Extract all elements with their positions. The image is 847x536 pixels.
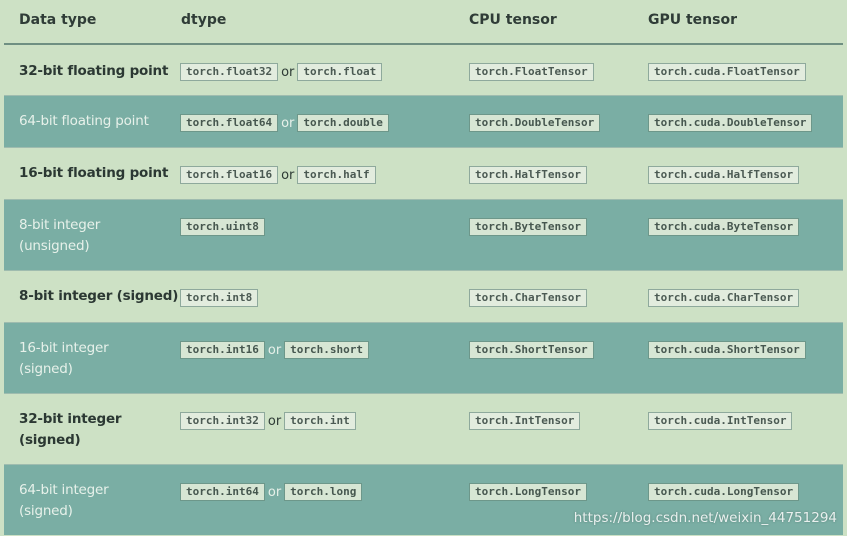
gpu-tensor-cell: torch.cuda.DoubleTensor — [648, 114, 813, 132]
dtype-code: torch.float32 — [180, 63, 279, 81]
table-row: 16-bit floating point torch.float16 or t… — [4, 148, 843, 200]
gpu-tensor-cell: torch.cuda.HalfTensor — [648, 166, 800, 184]
dtype-cell: torch.int64 or torch.long — [180, 483, 363, 501]
data-type-cell: 32-bit integer (signed) — [19, 411, 122, 448]
dtype-alias-code: torch.long — [284, 483, 363, 501]
data-type-cell: 16-bit integer (signed) — [19, 340, 109, 377]
cpu-tensor-cell: torch.DoubleTensor — [469, 114, 601, 132]
cpu-tensor-cell: torch.CharTensor — [469, 289, 587, 307]
dtype-code: torch.int16 — [180, 341, 265, 359]
cpu-tensor-cell: torch.ByteTensor — [469, 218, 587, 236]
dtype-alias-code: torch.half — [297, 166, 376, 184]
header-gpu-tensor: GPU tensor — [648, 12, 738, 28]
cpu-tensor-code: torch.CharTensor — [469, 289, 587, 307]
gpu-tensor-code: torch.cuda.DoubleTensor — [648, 114, 813, 132]
gpu-tensor-cell: torch.cuda.FloatTensor — [648, 63, 806, 81]
data-type-cell: 64-bit floating point — [19, 113, 149, 129]
table-row: 32-bit floating point torch.float32 or t… — [4, 45, 843, 96]
dtype-cell: torch.int32 or torch.int — [180, 412, 356, 430]
data-type-cell: 32-bit floating point — [19, 63, 169, 79]
data-type-cell: 16-bit floating point — [19, 165, 169, 181]
gpu-tensor-cell: torch.cuda.ByteTensor — [648, 218, 800, 236]
data-type-cell: 8-bit integer (signed) — [19, 288, 179, 304]
or-label: or — [281, 167, 295, 183]
dtype-code: torch.int64 — [180, 483, 265, 501]
data-type-cell: 8-bit integer (unsigned) — [19, 217, 101, 254]
header-dtype: dtype — [181, 12, 227, 28]
cpu-tensor-code: torch.HalfTensor — [469, 166, 587, 184]
or-label: or — [267, 484, 282, 500]
gpu-tensor-code: torch.cuda.LongTensor — [648, 483, 800, 501]
table-row: 8-bit integer (signed) torch.int8 torch.… — [4, 271, 843, 323]
cpu-tensor-cell: torch.LongTensor — [469, 483, 587, 501]
dtype-code: torch.int8 — [180, 289, 259, 307]
gpu-tensor-code: torch.cuda.CharTensor — [648, 289, 800, 307]
dtype-alias-code: torch.int — [284, 412, 356, 430]
dtype-cell: torch.float64 or torch.double — [180, 114, 389, 132]
cpu-tensor-cell: torch.IntTensor — [469, 412, 581, 430]
dtype-cell: torch.float16 or torch.half — [180, 166, 376, 184]
dtype-cell: torch.uint8 — [180, 218, 265, 236]
dtype-cell: torch.int8 — [180, 289, 259, 307]
header-data-type: Data type — [19, 12, 97, 28]
cpu-tensor-cell: torch.FloatTensor — [469, 63, 594, 81]
header-cpu-tensor: CPU tensor — [469, 12, 557, 28]
or-label: or — [267, 342, 282, 358]
dtype-alias-code: torch.double — [297, 114, 389, 132]
gpu-tensor-cell: torch.cuda.IntTensor — [648, 412, 793, 430]
table-header: Data type dtype CPU tensor GPU tensor — [4, 0, 843, 45]
table-row: 64-bit floating point torch.float64 or t… — [4, 96, 843, 148]
table-row: 64-bit integer (signed) torch.int64 or t… — [4, 465, 843, 535]
cpu-tensor-code: torch.FloatTensor — [469, 63, 594, 81]
gpu-tensor-code: torch.cuda.FloatTensor — [648, 63, 806, 81]
table-row: 16-bit integer (signed) torch.int16 or t… — [4, 323, 843, 394]
gpu-tensor-code: torch.cuda.ShortTensor — [648, 341, 806, 359]
gpu-tensor-code: torch.cuda.ByteTensor — [648, 218, 800, 236]
cpu-tensor-cell: torch.HalfTensor — [469, 166, 587, 184]
cpu-tensor-code: torch.DoubleTensor — [469, 114, 601, 132]
or-label: or — [281, 115, 295, 131]
watermark: https://blog.csdn.net/weixin_44751294 — [573, 510, 837, 526]
dtype-alias-code: torch.short — [284, 341, 370, 359]
cpu-tensor-code: torch.LongTensor — [469, 483, 587, 501]
dtype-alias-code: torch.float — [297, 63, 383, 81]
dtype-code: torch.int32 — [180, 412, 265, 430]
or-label: or — [281, 64, 295, 80]
cpu-tensor-code: torch.ShortTensor — [469, 341, 594, 359]
dtype-code: torch.uint8 — [180, 218, 265, 236]
or-label: or — [267, 413, 282, 429]
gpu-tensor-cell: torch.cuda.LongTensor — [648, 483, 800, 501]
dtype-code: torch.float64 — [180, 114, 279, 132]
cpu-tensor-cell: torch.ShortTensor — [469, 341, 594, 359]
table-row: 32-bit integer (signed) torch.int32 or t… — [4, 394, 843, 465]
dtype-table: Data type dtype CPU tensor GPU tensor 32… — [4, 0, 843, 535]
table-row: 8-bit integer (unsigned) torch.uint8 tor… — [4, 200, 843, 271]
cpu-tensor-code: torch.ByteTensor — [469, 218, 587, 236]
gpu-tensor-code: torch.cuda.IntTensor — [648, 412, 793, 430]
gpu-tensor-code: torch.cuda.HalfTensor — [648, 166, 800, 184]
gpu-tensor-cell: torch.cuda.ShortTensor — [648, 341, 806, 359]
dtype-cell: torch.int16 or torch.short — [180, 341, 370, 359]
gpu-tensor-cell: torch.cuda.CharTensor — [648, 289, 800, 307]
dtype-code: torch.float16 — [180, 166, 279, 184]
data-type-cell: 64-bit integer (signed) — [19, 482, 109, 519]
dtype-cell: torch.float32 or torch.float — [180, 63, 383, 81]
cpu-tensor-code: torch.IntTensor — [469, 412, 581, 430]
